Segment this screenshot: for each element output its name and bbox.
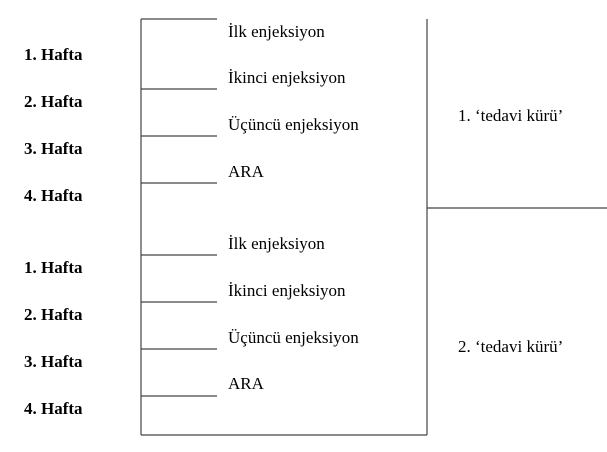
cycle-label: 1. ‘tedavi kürü’ — [458, 106, 564, 125]
week-label: 3. Hafta — [24, 139, 83, 158]
step-label: Üçüncü enjeksiyon — [228, 328, 359, 347]
week-label: 2. Hafta — [24, 305, 83, 324]
week-label: 3. Hafta — [24, 352, 83, 371]
step-label: İkinci enjeksiyon — [228, 68, 346, 87]
week-label: 4. Hafta — [24, 186, 83, 205]
step-label: İkinci enjeksiyon — [228, 281, 346, 300]
step-label: İlk enjeksiyon — [228, 234, 325, 253]
step-label: İlk enjeksiyon — [228, 22, 325, 41]
week-label: 4. Hafta — [24, 399, 83, 418]
step-label: ARA — [228, 374, 264, 393]
week-label: 1. Hafta — [24, 45, 83, 64]
cycle-label: 2. ‘tedavi kürü’ — [458, 337, 564, 356]
step-label: Üçüncü enjeksiyon — [228, 115, 359, 134]
step-label: ARA — [228, 162, 264, 181]
week-label: 2. Hafta — [24, 92, 83, 111]
week-label: 1. Hafta — [24, 258, 83, 277]
